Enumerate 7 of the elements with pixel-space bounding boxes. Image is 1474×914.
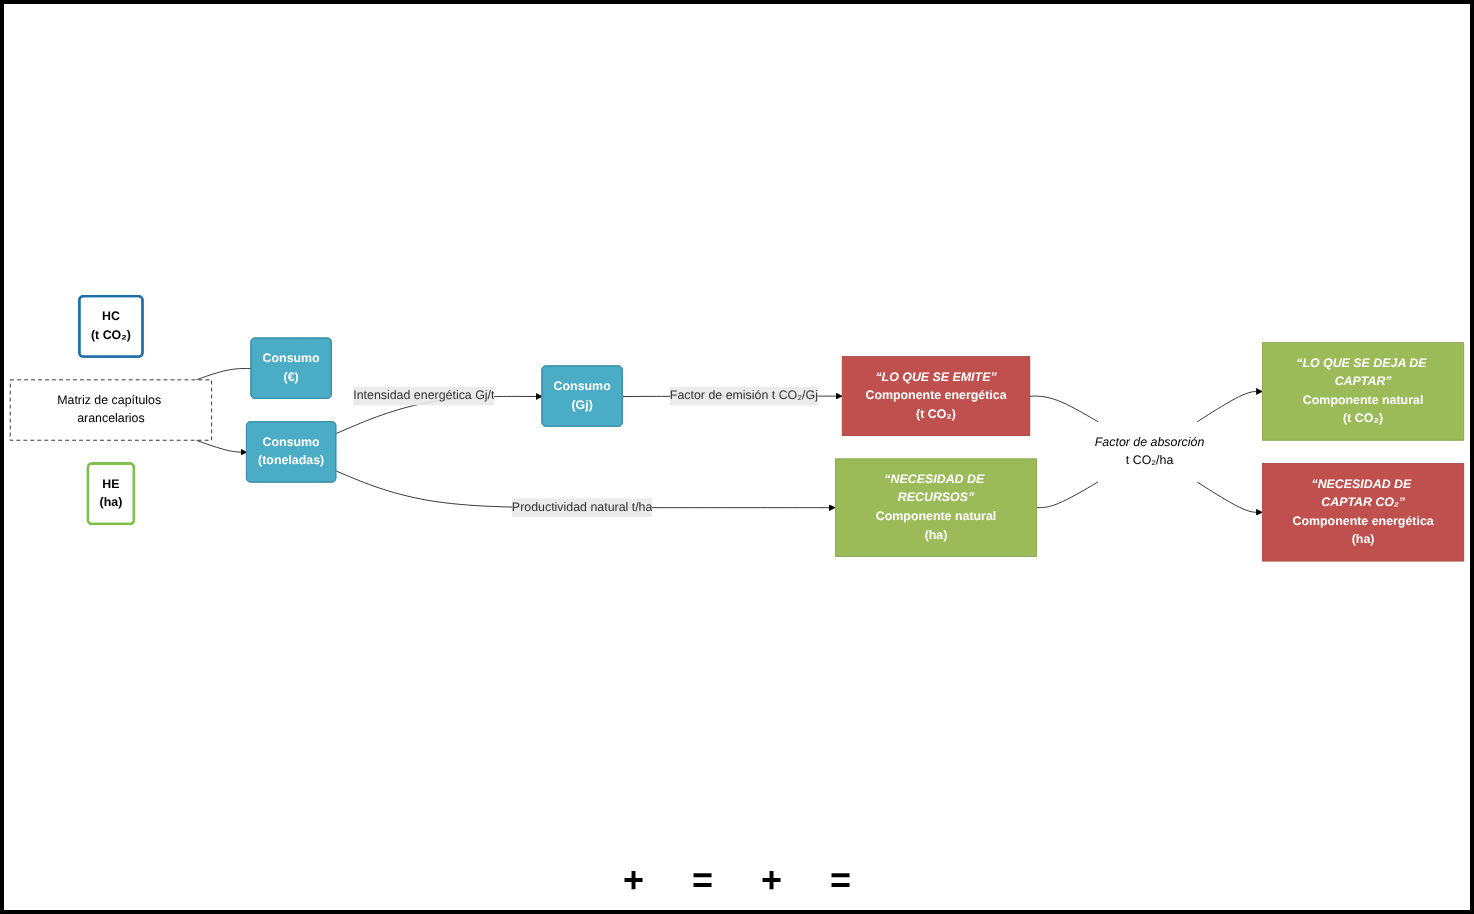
connector [1029,395,1099,422]
connector [195,367,252,380]
operator-sign: + [622,860,644,902]
connector [1036,481,1099,508]
operator-sign: = [830,860,852,902]
operator-sign: = [691,860,713,902]
operator-sign: + [761,860,783,902]
